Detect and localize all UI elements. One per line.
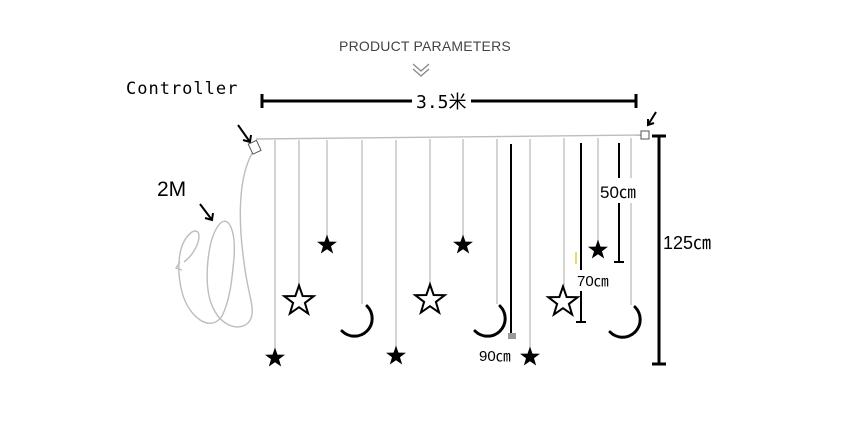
outline-star-icon	[283, 284, 315, 315]
cable-length-label: 2M	[157, 178, 187, 201]
solid-star-icon	[520, 346, 540, 366]
chevron-down-icon	[412, 63, 430, 77]
light-wire	[174, 134, 646, 328]
solid-star-icon	[453, 234, 473, 254]
drop-deep-label: 90㎝	[479, 345, 511, 366]
moon-icon	[608, 305, 642, 339]
solid-star-icon	[588, 239, 608, 259]
strand-end-cap	[508, 333, 516, 339]
solid-star-icon	[317, 234, 337, 254]
page-title: PRODUCT PARAMETERS	[339, 38, 511, 54]
outline-star-icon	[547, 285, 579, 316]
moon-icon	[473, 304, 507, 338]
solid-star-icon	[386, 345, 406, 365]
outline-star-icon	[414, 283, 446, 314]
pendant-strands	[274, 138, 632, 350]
moon-icon	[340, 304, 374, 338]
controller-label: Controller	[126, 79, 239, 99]
drop-mid-label: 70㎝	[577, 270, 609, 291]
drop-measure-lines	[510, 134, 666, 366]
arrow-icon	[199, 111, 657, 222]
drop-long-label: 125㎝	[663, 233, 712, 253]
drop-short-label: 50㎝	[600, 178, 636, 203]
solid-star-icon	[265, 347, 285, 367]
end-connector	[640, 130, 650, 140]
width-label: 3.5米	[412, 88, 471, 114]
controller-box	[247, 139, 262, 155]
